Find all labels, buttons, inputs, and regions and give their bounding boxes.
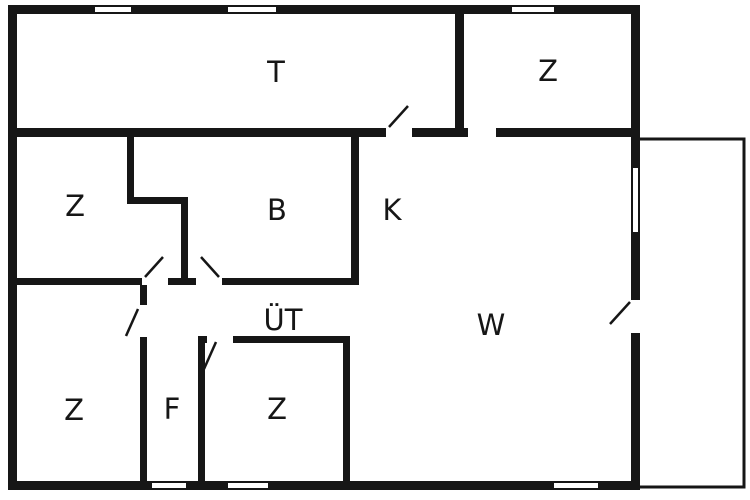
wall-zbm-right (343, 336, 350, 490)
window-bottom-1 (152, 481, 186, 490)
wall-b-k-divider (351, 137, 359, 285)
door-swing-w-right (609, 301, 631, 325)
wall-exterior-bottom (8, 481, 640, 490)
door-gap-z-bottom-mid (207, 336, 233, 343)
door-gap-z-bottom-left (140, 305, 147, 337)
window-bottom-2 (228, 481, 268, 490)
wall-exterior-right (631, 5, 640, 490)
door-swing-k-terrace (388, 105, 409, 128)
window-top-3 (512, 5, 554, 14)
wall-zbl-f-divider (140, 278, 147, 490)
window-bottom-3 (554, 481, 598, 490)
door-swing-hall-b (200, 256, 220, 278)
window-top-1 (95, 5, 131, 14)
wall-exterior-left (8, 5, 17, 490)
room-label-ut: ÜT (263, 303, 303, 337)
room-label-z-bottom-mid: Z (267, 392, 287, 426)
door-swing-z-bottom-left (124, 308, 140, 337)
room-label-z-bottom-left: Z (64, 393, 84, 427)
door-gap-w-right (631, 300, 640, 333)
window-right-1 (631, 168, 640, 232)
wall-zleft-jog (127, 197, 188, 204)
room-label-k: K (382, 193, 402, 227)
wall-zbm-left (198, 336, 205, 490)
window-top-2 (228, 5, 276, 14)
wall-exterior-top (8, 5, 640, 14)
door-gap-hall-b (196, 278, 222, 285)
room-label-f: F (163, 392, 181, 426)
wall-zleft-lower (181, 197, 188, 285)
wall-zleft-upper (127, 137, 134, 204)
wall-hall-horizontal (8, 278, 359, 285)
door-gap-hall-zleft (142, 278, 168, 285)
terrace-outline (640, 137, 746, 489)
wall-t-z-divider (455, 5, 464, 137)
door-gap-k-terrace (386, 128, 412, 137)
room-label-z-mid-left: Z (65, 189, 85, 223)
wall-zbm-top (198, 336, 350, 343)
door-gap-z-top-right (468, 128, 496, 137)
room-label-b: B (267, 193, 287, 227)
wall-mid-horizontal (8, 128, 640, 137)
room-label-z-top-right: Z (538, 54, 558, 88)
room-label-terrace: T (267, 55, 285, 89)
door-swing-z-bottom-mid (202, 341, 218, 370)
room-label-w: W (476, 308, 506, 342)
door-swing-hall-zleft (144, 256, 164, 278)
